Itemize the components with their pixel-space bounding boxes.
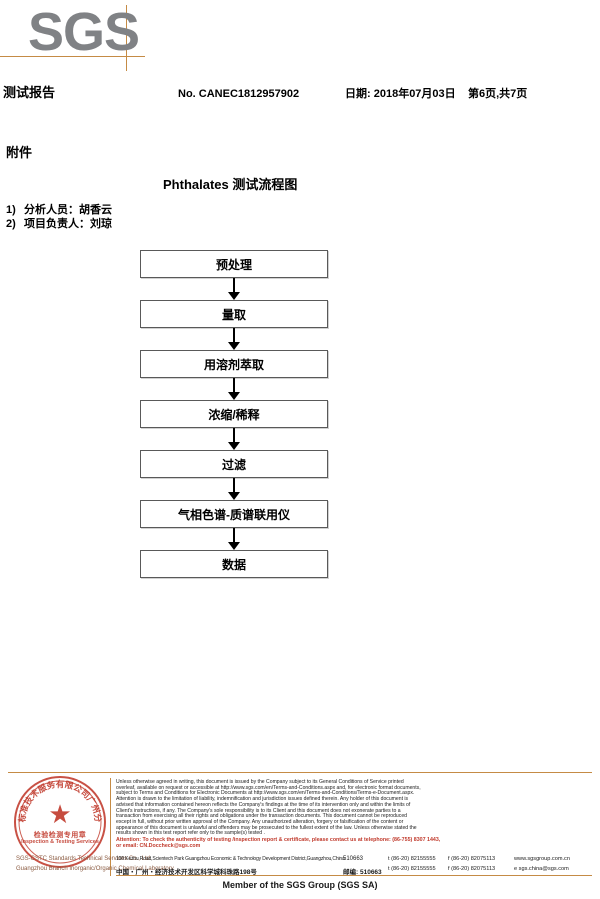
personnel-list: 1) 分析人员：胡香云 2) 项目负责人：刘琼 <box>6 203 112 231</box>
seal-arc-text: 通标标准技术服务有限公司广州分公司 <box>14 776 103 864</box>
sgs-wordmark: SGS <box>28 2 140 62</box>
list-item-label: 分析人员：胡香云 <box>24 204 112 216</box>
address-row-english: 198 Kezhu Road,Scientech Park Guangzhou … <box>116 856 586 866</box>
legal-line: except in full, without prior written ap… <box>116 818 404 825</box>
list-item-index: 1) <box>6 204 16 216</box>
footer-bottom-rule <box>116 875 592 876</box>
flow-step-gcms: 气相色谱-质谱联用仪 <box>140 500 330 528</box>
member-of-group-line: Member of the SGS Group (SGS SA) <box>222 880 378 890</box>
flow-box-label: 过滤 <box>140 450 328 478</box>
company-address-block: 198 Kezhu Road,Scientech Park Guangzhou … <box>116 856 586 876</box>
arrow-head <box>228 542 240 550</box>
flow-arrow-icon <box>140 328 328 350</box>
attention-notice-line: Attention: To check the authenticity of … <box>116 837 441 844</box>
flow-arrow-icon <box>140 528 328 550</box>
arrow-shaft <box>233 378 235 394</box>
flow-arrow-icon <box>140 378 328 400</box>
report-header: 测试报告 No. CANEC1812957902 日期: 2018年07月03日… <box>0 84 600 104</box>
arrow-shaft <box>233 478 235 494</box>
flow-box-label: 浓缩/稀释 <box>140 400 328 428</box>
address-text-cn: 中国・广州・经济技术开发区科学城科珠路198号 <box>116 869 257 876</box>
address-fax-en: f (86-20) 82075113 <box>448 856 496 862</box>
list-item: 2) 项目负责人：刘琼 <box>6 217 112 231</box>
seal-english-title: Inspection & Testing Services <box>21 839 99 845</box>
address-zip-cn: 邮编: 510663 <box>343 869 382 876</box>
address-tel-cn: t (86-20) 82155555 <box>388 866 436 872</box>
flow-box-label: 数据 <box>140 550 328 578</box>
logo-horizontal-rule <box>0 56 145 57</box>
company-seal-stamp: 通标标准技术服务有限公司广州分公司 ★ 检验检测专用章 Inspection &… <box>14 776 174 872</box>
legal-line: overleaf, available on request or access… <box>116 784 421 791</box>
legal-line: appearance of this document is unlawful … <box>116 824 417 831</box>
legal-line: Unless otherwise agreed in writing, this… <box>116 779 404 785</box>
legal-line: transaction from exercising all their ri… <box>116 813 407 820</box>
flow-step-pretreatment: 预处理 <box>140 250 330 278</box>
address-email: e sgs.china@sgs.com <box>514 866 569 872</box>
address-text-en: 198 Kezhu Road,Scientech Park Guangzhou … <box>116 856 345 862</box>
arrow-shaft <box>233 278 235 294</box>
seal-outer-ring <box>14 776 106 868</box>
page-indicator: 第6页,共7页 <box>468 88 528 100</box>
legal-disclaimer: Unless otherwise agreed in writing, this… <box>116 779 540 850</box>
report-number: No. CANEC1812957902 <box>178 88 300 100</box>
arrow-head <box>228 342 240 350</box>
flow-step-solvent-extraction: 用溶剂萃取 <box>140 350 330 378</box>
address-tel-en: t (86-20) 82155555 <box>388 856 436 862</box>
list-item: 1) 分析人员：胡香云 <box>6 203 112 217</box>
legal-line: Attention is drawn to the limitation of … <box>116 796 409 803</box>
flow-box-label: 量取 <box>140 300 328 328</box>
page-footer: 通标标准技术服务有限公司广州分公司 ★ 检验检测专用章 Inspection &… <box>0 772 600 899</box>
arrow-head <box>228 392 240 400</box>
address-fax-cn: f (86-20) 82075113 <box>448 866 496 872</box>
flow-step-concentration-dilution: 浓缩/稀释 <box>140 400 330 428</box>
process-flowchart: 预处理 量取 用溶剂萃取 浓缩/稀释 过滤 气相色谱-质谱联用仪 数据 <box>140 250 330 578</box>
seal-company-line-2: Guangzhou Branch Inorganic/Organic Chemi… <box>16 866 174 872</box>
flow-step-filtration: 过滤 <box>140 450 330 478</box>
logo-vertical-rule <box>126 5 127 71</box>
list-item-index: 2) <box>6 218 16 230</box>
flowchart-title: Phthalates 测试流程图 <box>163 177 298 192</box>
address-website: www.sgsgroup.com.cn <box>514 856 570 862</box>
flow-step-weighing: 量取 <box>140 300 330 328</box>
arrow-head <box>228 442 240 450</box>
address-zip-en: 510663 <box>343 856 364 862</box>
flow-arrow-icon <box>140 428 328 450</box>
list-item-label: 项目负责人：刘琼 <box>24 218 112 230</box>
arrow-head <box>228 292 240 300</box>
seal-company-line-1: SGS-CSTC Standards Technical Services Co… <box>16 856 152 862</box>
flow-step-data: 数据 <box>140 550 330 578</box>
page-title: 测试报告 <box>3 85 56 100</box>
footer-top-rule <box>8 772 592 773</box>
flow-box-label: 预处理 <box>140 250 328 278</box>
report-date: 日期: 2018年07月03日 <box>345 88 456 100</box>
legal-line: advised that information contained hereo… <box>116 801 411 808</box>
seal-chinese-title: 检验检测专用章 <box>33 832 87 839</box>
seal-star-icon: ★ <box>48 799 72 829</box>
sgs-logo: SGS <box>0 0 600 72</box>
flow-arrow-icon <box>140 478 328 500</box>
attention-email-line: or email: CN.Doccheck@sgs.com <box>116 843 201 850</box>
arrow-shaft <box>233 328 235 344</box>
legal-line: Client's instructions, if any. The Compa… <box>116 807 401 814</box>
flow-box-label: 用溶剂萃取 <box>140 350 328 378</box>
arrow-head <box>228 492 240 500</box>
arrow-shaft <box>233 528 235 544</box>
flow-box-label: 气相色谱-质谱联用仪 <box>140 500 328 528</box>
attachment-label: 附件 <box>6 145 33 160</box>
legal-line: subject to Terms and Conditions for Elec… <box>116 790 415 797</box>
arrow-shaft <box>233 428 235 444</box>
legal-line: results shown in this test report refer … <box>116 830 265 837</box>
address-row-chinese: 中国・广州・经济技术开发区科学城科珠路198号 邮编: 510663 t (86… <box>116 866 586 876</box>
flow-arrow-icon <box>140 278 328 300</box>
footer-vertical-divider <box>110 778 111 876</box>
